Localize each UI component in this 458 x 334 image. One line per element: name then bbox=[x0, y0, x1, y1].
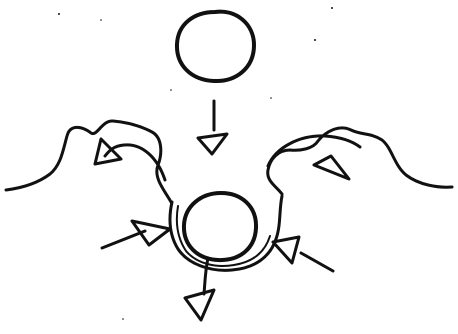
right-wavy-wall bbox=[268, 128, 452, 194]
left-wavy-wall bbox=[6, 121, 171, 202]
upper-circle bbox=[177, 12, 254, 81]
lower-left-inward-arrow bbox=[102, 221, 170, 248]
lower-right-inward-arrow bbox=[273, 237, 333, 271]
lower-circle bbox=[184, 193, 256, 260]
right-curl-arrow bbox=[268, 136, 360, 179]
left-curl-arrow bbox=[95, 139, 165, 180]
down-arrow-top bbox=[198, 101, 227, 154]
